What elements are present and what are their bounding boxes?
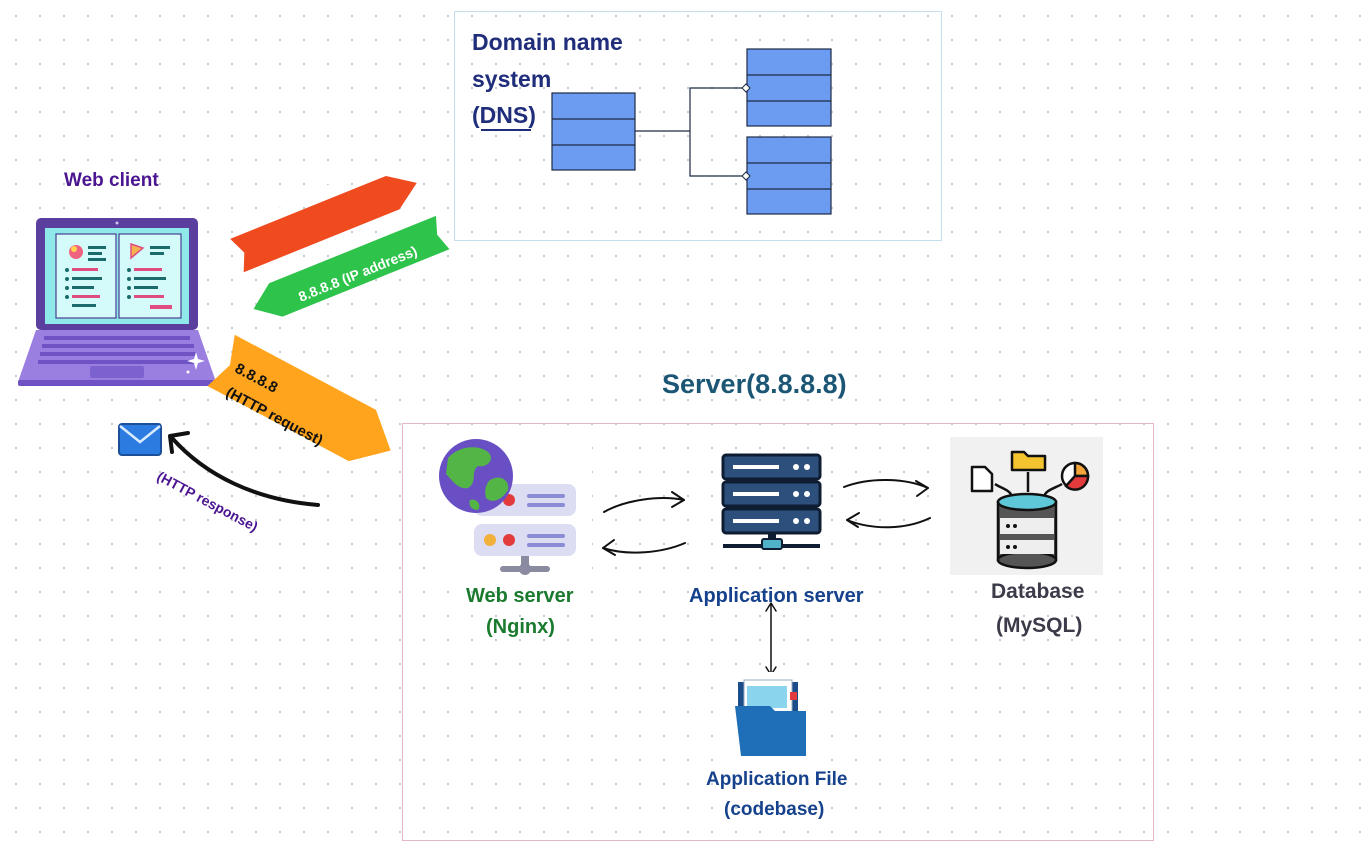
dns-child-table-bottom-icon	[746, 136, 832, 215]
server-title: Server(8.8.8.8)	[662, 369, 847, 399]
database-label-line2: (MySQL)	[996, 614, 1083, 637]
web-client-label: Web client	[64, 170, 159, 191]
dns-root-table-icon	[551, 92, 636, 171]
ip-response-arrow-icon	[253, 215, 450, 317]
domain-request-arrow-icon	[230, 175, 417, 273]
dns-title-line3: (DNS)	[472, 102, 536, 128]
dns-underline	[481, 129, 531, 131]
http-response-arrow-icon	[170, 436, 320, 507]
dns-connector-lines	[635, 87, 742, 177]
application-file-label-line1: Application File	[706, 769, 848, 790]
application-server-label: Application server	[689, 585, 864, 607]
database-label-line1: Database	[991, 580, 1085, 603]
dns-title-line2: system	[472, 66, 552, 92]
dns-diamond-top-icon	[741, 83, 751, 93]
http-request-arrow-icon	[207, 334, 391, 462]
dns-child-table-top-icon	[746, 48, 832, 127]
dns-title-line1: Domain name	[472, 29, 623, 55]
dns-panel	[454, 11, 942, 241]
web-server-label-line1: Web server	[466, 585, 574, 607]
web-server-label-line2: (Nginx)	[486, 616, 555, 638]
application-file-label-line2: (codebase)	[724, 799, 825, 820]
dns-diamond-bottom-icon	[741, 171, 751, 181]
